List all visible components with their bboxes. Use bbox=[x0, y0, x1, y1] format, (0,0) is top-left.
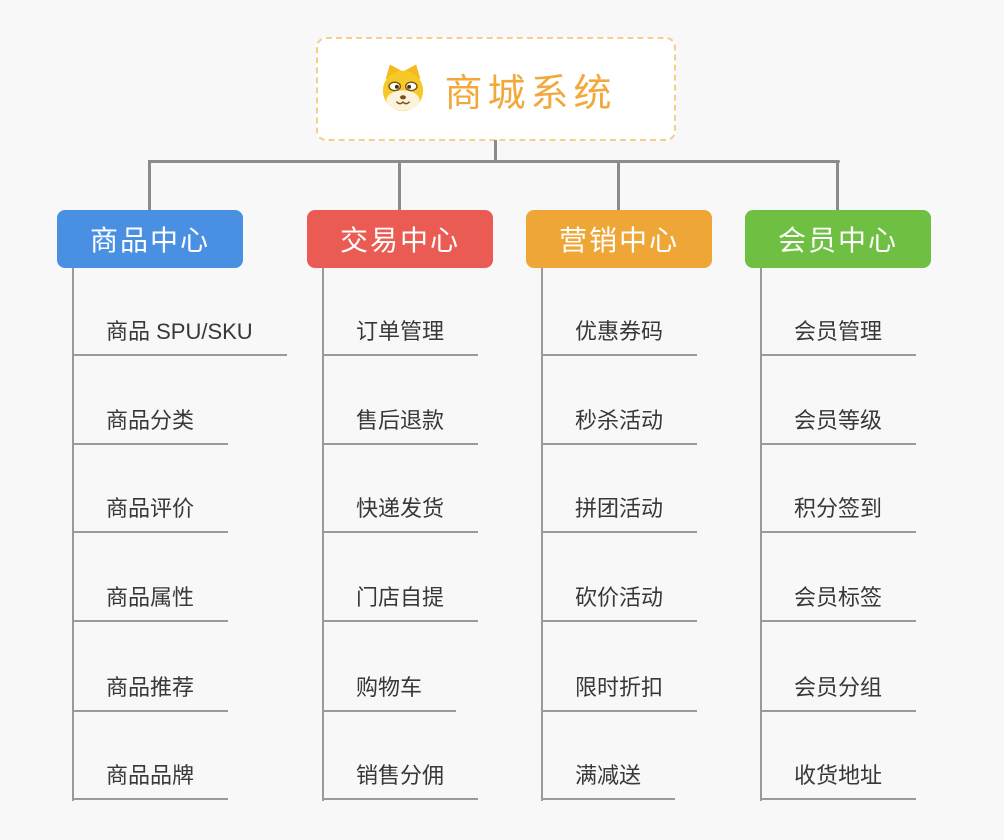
connector-drop-product bbox=[148, 160, 151, 210]
leaf-label: 商品属性 bbox=[106, 585, 195, 610]
leaf-node-shipping-address[interactable]: 收货地址 bbox=[760, 754, 917, 800]
leaf-node-member-level[interactable]: 会员等级 bbox=[760, 399, 917, 445]
dog-face-icon bbox=[383, 64, 424, 111]
leaf-node-product-recommend[interactable]: 商品推荐 bbox=[72, 666, 229, 712]
connector-root-stem bbox=[494, 140, 497, 162]
leaf-node-points-check-in[interactable]: 积分签到 bbox=[760, 487, 917, 533]
branch-line-trade bbox=[322, 268, 324, 801]
leaf-node-product-review[interactable]: 商品评价 bbox=[72, 487, 229, 533]
branch-marketing-center: 营销中心 优惠券码 秒杀活动 拼团活动 砍价活动 限时折扣 满减送 bbox=[526, 210, 776, 820]
leaf-node-flash-sale[interactable]: 秒杀活动 bbox=[541, 399, 698, 445]
branch-member-center: 会员中心 会员管理 会员等级 积分签到 会员标签 会员分组 收货地址 bbox=[745, 210, 995, 820]
leaf-label: 商品 SPU/SKU bbox=[106, 319, 253, 344]
leaf-node-member-management[interactable]: 会员管理 bbox=[760, 310, 917, 356]
leaf-node-product-attribute[interactable]: 商品属性 bbox=[72, 576, 229, 622]
leaf-label: 限时折扣 bbox=[575, 675, 664, 700]
leaf-node-bargain-activity[interactable]: 砍价活动 bbox=[541, 576, 698, 622]
leaf-label: 会员标签 bbox=[794, 585, 883, 610]
leaf-label: 商品评价 bbox=[106, 496, 195, 521]
branch-node-marketing-center[interactable]: 营销中心 bbox=[526, 210, 712, 268]
root-node-title: 商城系统 bbox=[444, 72, 617, 115]
leaf-label: 会员分组 bbox=[794, 675, 883, 700]
leaf-label: 订单管理 bbox=[356, 319, 445, 344]
leaf-label: 积分签到 bbox=[794, 496, 883, 521]
leaf-label: 商品推荐 bbox=[106, 675, 195, 700]
leaf-node-order-management[interactable]: 订单管理 bbox=[322, 310, 479, 356]
leaf-label: 会员等级 bbox=[794, 408, 883, 433]
connector-drop-trade bbox=[398, 160, 401, 210]
leaf-node-product-category[interactable]: 商品分类 bbox=[72, 399, 229, 445]
branch-line-product bbox=[72, 268, 74, 801]
leaf-label: 商品分类 bbox=[106, 408, 195, 433]
branch-line-marketing bbox=[541, 268, 543, 801]
leaf-node-member-group[interactable]: 会员分组 bbox=[760, 666, 917, 712]
leaf-label: 收货地址 bbox=[794, 763, 883, 788]
branch-node-member-center[interactable]: 会员中心 bbox=[745, 210, 931, 268]
leaf-node-product-brand[interactable]: 商品品牌 bbox=[72, 754, 229, 800]
connector-drop-member bbox=[836, 160, 839, 210]
leaf-node-full-reduction[interactable]: 满减送 bbox=[541, 754, 676, 800]
leaf-node-group-buy[interactable]: 拼团活动 bbox=[541, 487, 698, 533]
leaf-node-sales-commission[interactable]: 销售分佣 bbox=[322, 754, 479, 800]
leaf-label: 拼团活动 bbox=[575, 496, 664, 521]
leaf-label: 优惠券码 bbox=[575, 319, 664, 344]
leaf-label: 销售分佣 bbox=[356, 763, 445, 788]
leaf-label: 售后退款 bbox=[356, 408, 445, 433]
leaf-node-express-shipping[interactable]: 快递发货 bbox=[322, 487, 479, 533]
branch-product-center: 商品中心 商品 SPU/SKU 商品分类 商品评价 商品属性 商品推荐 商品品牌 bbox=[57, 210, 307, 820]
leaf-node-store-pickup[interactable]: 门店自提 bbox=[322, 576, 479, 622]
leaf-label: 砍价活动 bbox=[575, 585, 664, 610]
leaf-label: 会员管理 bbox=[794, 319, 883, 344]
leaf-node-member-tag[interactable]: 会员标签 bbox=[760, 576, 917, 622]
branch-node-product-center[interactable]: 商品中心 bbox=[57, 210, 243, 268]
leaf-label: 商品品牌 bbox=[106, 763, 195, 788]
leaf-node-product-spu-sku[interactable]: 商品 SPU/SKU bbox=[72, 310, 287, 356]
connector-drop-marketing bbox=[617, 160, 620, 210]
leaf-label: 快递发货 bbox=[356, 496, 445, 521]
leaf-node-shopping-cart[interactable]: 购物车 bbox=[322, 666, 457, 712]
branch-trade-center: 交易中心 订单管理 售后退款 快递发货 门店自提 购物车 销售分佣 bbox=[307, 210, 557, 820]
connector-horizontal-bar bbox=[148, 160, 840, 163]
leaf-node-limited-time-discount[interactable]: 限时折扣 bbox=[541, 666, 698, 712]
root-node[interactable]: 商城系统 bbox=[316, 37, 676, 141]
leaf-node-coupon-code[interactable]: 优惠券码 bbox=[541, 310, 698, 356]
leaf-label: 秒杀活动 bbox=[575, 408, 664, 433]
leaf-label: 满减送 bbox=[575, 763, 642, 788]
branch-line-member bbox=[760, 268, 762, 801]
branch-node-trade-center[interactable]: 交易中心 bbox=[307, 210, 493, 268]
leaf-label: 门店自提 bbox=[356, 585, 445, 610]
leaf-node-after-sales-refund[interactable]: 售后退款 bbox=[322, 399, 479, 445]
leaf-label: 购物车 bbox=[356, 675, 423, 700]
